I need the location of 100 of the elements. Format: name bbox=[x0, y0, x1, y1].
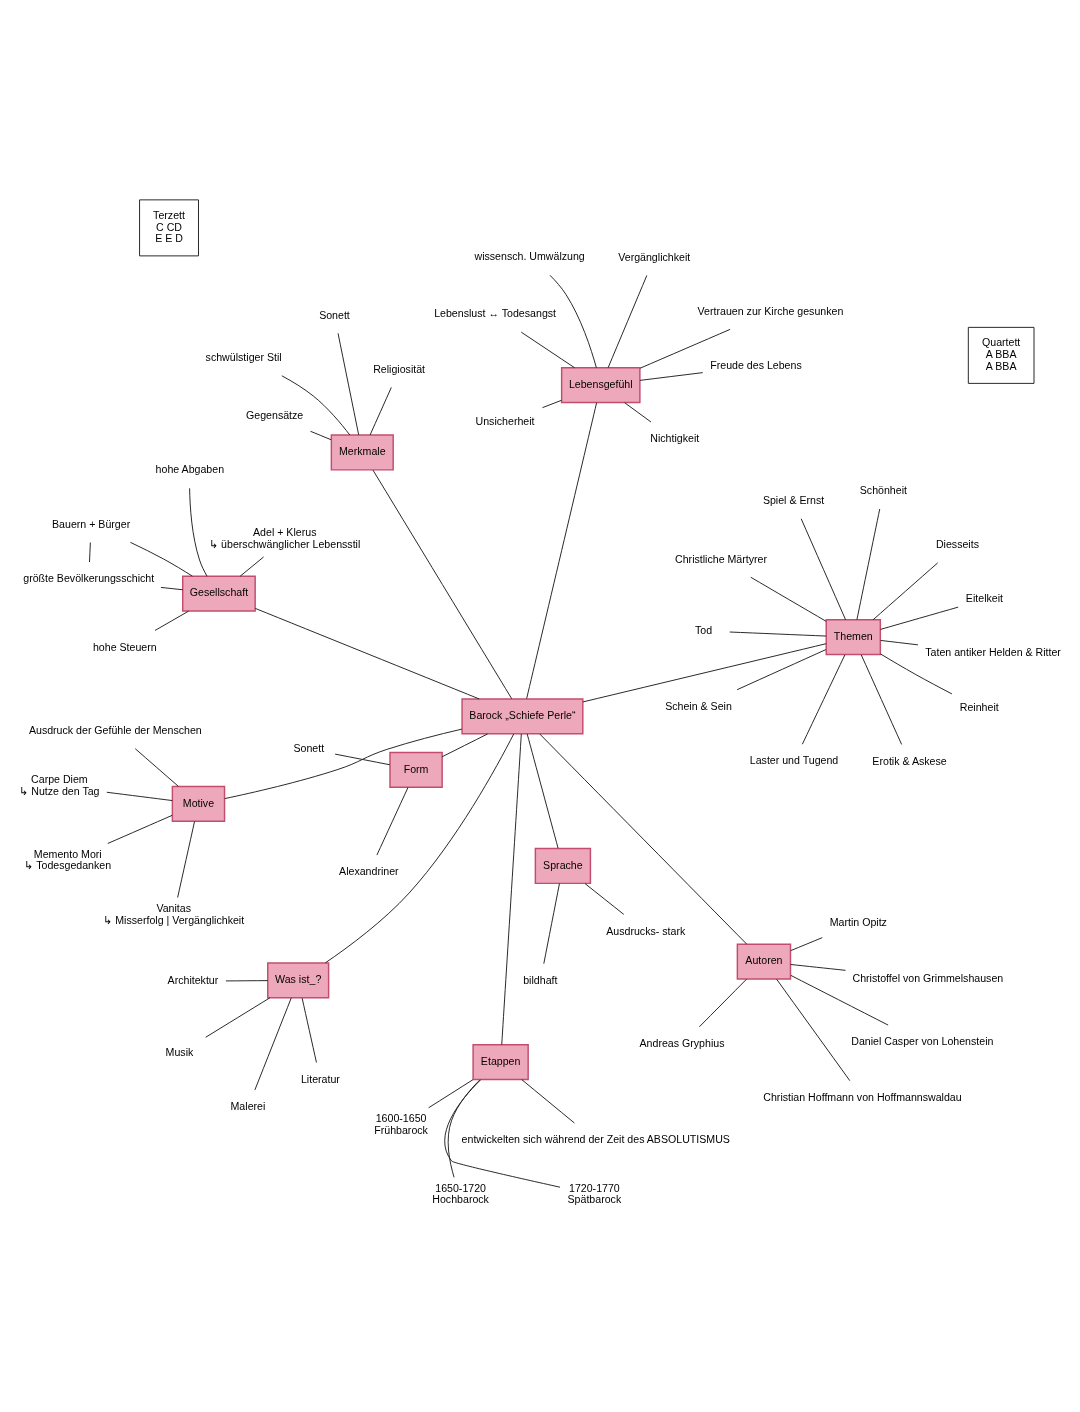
connector bbox=[239, 556, 265, 577]
connector bbox=[134, 748, 179, 787]
connector bbox=[526, 402, 598, 700]
node-text: Musik bbox=[165, 1046, 194, 1059]
node-text: Memento Mori ↳ Todesgedanken bbox=[24, 847, 112, 872]
node-box: Form bbox=[389, 751, 443, 788]
connector bbox=[750, 576, 827, 622]
node-box: Autoren bbox=[736, 943, 792, 980]
node-text: wissensch. Umwälzung bbox=[474, 250, 585, 263]
node-text: Andreas Gryphius bbox=[639, 1037, 725, 1050]
connector bbox=[281, 375, 351, 436]
node-text: Schönheit bbox=[859, 484, 907, 497]
node-text: Erotik & Askese bbox=[872, 754, 947, 767]
node-text: Sonett bbox=[293, 741, 325, 754]
node-box: Lebensgefühl bbox=[560, 367, 641, 404]
connector bbox=[441, 733, 489, 758]
node-box: Gesellschaft bbox=[182, 575, 256, 612]
connector bbox=[698, 978, 748, 1028]
node-text: Ausdrucks- stark bbox=[606, 924, 686, 937]
connector bbox=[880, 653, 953, 695]
connector bbox=[607, 274, 648, 369]
connector bbox=[860, 654, 903, 745]
connector bbox=[310, 430, 332, 441]
connector bbox=[129, 541, 193, 577]
connector bbox=[428, 1079, 474, 1109]
connector bbox=[736, 649, 827, 691]
node-box: Terzett C CD E E D bbox=[139, 199, 199, 257]
node-text: Lebenslust ↔ Todesangst bbox=[434, 307, 557, 320]
node-text: 1600-1650 Frühbarock bbox=[374, 1112, 428, 1136]
node-box: Quartett A BBA A BBA bbox=[967, 326, 1035, 384]
connector bbox=[177, 821, 196, 898]
connector bbox=[301, 997, 317, 1063]
connector bbox=[872, 562, 939, 621]
node-box: Motive bbox=[171, 785, 226, 822]
connector bbox=[254, 997, 292, 1091]
connector bbox=[372, 469, 513, 700]
node-text: Gegensätze bbox=[246, 409, 304, 422]
node-text: Architektur bbox=[167, 973, 219, 986]
node-text: Alexandriner bbox=[339, 865, 399, 878]
connector bbox=[790, 937, 823, 952]
connector bbox=[205, 997, 271, 1038]
node-text: Eitelkeit bbox=[965, 592, 1004, 605]
connector bbox=[729, 631, 827, 637]
connector bbox=[224, 728, 463, 800]
node-text: Martin Opitz bbox=[829, 915, 887, 928]
node-box: Themen bbox=[825, 619, 882, 656]
connector bbox=[521, 1079, 575, 1124]
connector bbox=[107, 814, 173, 844]
connector bbox=[526, 733, 559, 849]
node-text: Sonett bbox=[319, 308, 350, 321]
connector bbox=[542, 399, 563, 409]
connector bbox=[639, 372, 704, 381]
node-text: Spiel & Ernst bbox=[762, 494, 825, 507]
node-text: Christliche Märtyrer bbox=[675, 552, 767, 565]
connector bbox=[106, 791, 173, 802]
node-text: Religiosität bbox=[373, 362, 426, 375]
connector bbox=[501, 733, 522, 1046]
node-text: entwickelten sich während der Zeit des ABSOLUTISMUS bbox=[461, 1133, 730, 1146]
connector bbox=[160, 586, 184, 591]
connector bbox=[154, 610, 190, 631]
connector bbox=[790, 964, 847, 971]
node-text: Adel + Klerus ↳ überschwänglicher Lebensstil bbox=[209, 526, 361, 551]
connector bbox=[447, 1079, 481, 1178]
connector bbox=[376, 786, 409, 856]
node-text: Freude des Lebens bbox=[710, 358, 802, 371]
connector bbox=[879, 606, 959, 630]
connector bbox=[444, 1079, 561, 1188]
node-text: 1650-1720 Hochbarock bbox=[432, 1181, 489, 1206]
connector bbox=[520, 331, 576, 369]
connector bbox=[225, 980, 269, 982]
connector bbox=[549, 274, 597, 369]
node-text: schwülstiger Stil bbox=[205, 350, 282, 363]
node-text: Schein & Sein bbox=[665, 699, 732, 712]
node-box: Barock „Schiefe Perle“ bbox=[461, 698, 584, 735]
node-text: Vertrauen zur Kirche gesunken bbox=[697, 304, 844, 317]
node-text: Bauern + Bürger bbox=[52, 517, 131, 530]
node-text: Vergänglichkeit bbox=[618, 250, 691, 263]
node-text: hohe Abgaben bbox=[155, 463, 225, 476]
node-text: Christian Hoffmann von Hoffmannswaldau bbox=[763, 1090, 962, 1103]
node-text: Carpe Diem ↳ Nutze den Tag bbox=[19, 773, 100, 797]
connector bbox=[624, 402, 652, 423]
node-text: Malerei bbox=[230, 1100, 266, 1113]
node-text: Daniel Casper von Lohenstein bbox=[851, 1035, 994, 1048]
node-text: Christoffel von Grimmelshausen bbox=[852, 971, 1004, 984]
node-text: Vanitas ↳ Misserfolg | Vergänglichkeit bbox=[103, 901, 245, 926]
node-text: Laster und Tugend bbox=[749, 754, 839, 767]
node-box: Sprache bbox=[534, 847, 592, 885]
connector bbox=[584, 883, 625, 915]
node-text: Tod bbox=[695, 623, 713, 636]
connector bbox=[337, 332, 360, 436]
connector bbox=[254, 607, 480, 700]
node-text: Ausdruck der Gefühle der Menschen bbox=[28, 724, 202, 737]
connector bbox=[539, 733, 748, 945]
node-box: Merkmale bbox=[330, 434, 394, 471]
connector bbox=[369, 386, 392, 436]
connector bbox=[790, 974, 889, 1026]
node-box: Etappen bbox=[472, 1044, 529, 1081]
node-text: Literatur bbox=[300, 1072, 340, 1085]
connector bbox=[856, 508, 881, 621]
node-text: Unsicherheit bbox=[475, 414, 535, 427]
